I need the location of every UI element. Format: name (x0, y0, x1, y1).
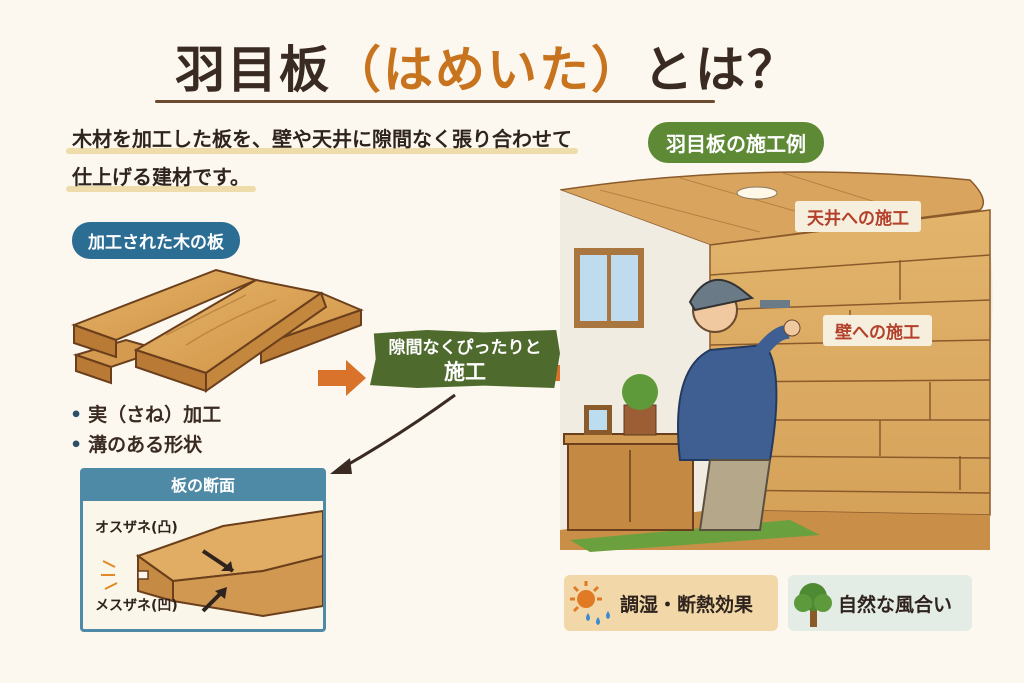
arrow-right-icon (318, 360, 366, 396)
seamless-install-banner: 隙間なくぴったりと 施工 (370, 330, 560, 388)
bullet-tongue-groove: 実（さね）加工 (70, 400, 221, 430)
male-tongue-label: オスザネ(凸) (95, 520, 178, 536)
stacked-boards-illustration (71, 268, 364, 393)
female-groove-label: メスザネ(凹) (95, 598, 178, 614)
tree-icon (794, 583, 832, 627)
cross-section-title: 板の断面 (83, 471, 323, 501)
board-cross-section-illustration (101, 509, 323, 618)
room-installation-illustration (560, 171, 993, 552)
title-main: 羽目板 (175, 41, 331, 99)
wall-installation-label: 壁への施工 (823, 315, 932, 346)
banner-line-1: 隙間なくぴったりと (388, 338, 542, 358)
title-underline (155, 100, 715, 103)
installation-example-label: 羽目板の施工例 (648, 122, 824, 163)
ceiling-installation-label: 天井への施工 (795, 201, 921, 232)
feature-natural-texture: 自然な風合い (788, 575, 972, 631)
arrow-to-cross-section-icon (330, 393, 456, 474)
page-title: 羽目板（はめいた）とは？ (175, 40, 799, 100)
title-reading: （はめいた） (331, 41, 643, 99)
feature-humidity-insulation: 調湿・断熱効果 (564, 575, 778, 631)
sun-and-water-drops-icon (570, 581, 610, 625)
bullet-grooved-shape: 溝のある形状 (70, 430, 221, 460)
processed-boards-label: 加工された木の板 (72, 222, 240, 259)
feature-label: 調湿・断熱効果 (620, 593, 754, 616)
banner-line-2: 施工 (444, 360, 486, 384)
title-suffix: とは？ (643, 41, 799, 99)
intro-text: 木材を加工した板を、壁や天井に隙間なく張り合わせて 仕上げる建材です。 (66, 120, 578, 196)
features-bullet-list: 実（さね）加工 溝のある形状 (70, 400, 221, 460)
cross-section-panel: 板の断面 オスザネ(凸) メスザネ(凹) (80, 468, 326, 632)
feature-label: 自然な風合い (838, 593, 953, 616)
intro-line-1: 木材を加工した板を、壁や天井に隙間なく張り合わせて (66, 120, 578, 158)
intro-line-2: 仕上げる建材です。 (66, 158, 256, 196)
